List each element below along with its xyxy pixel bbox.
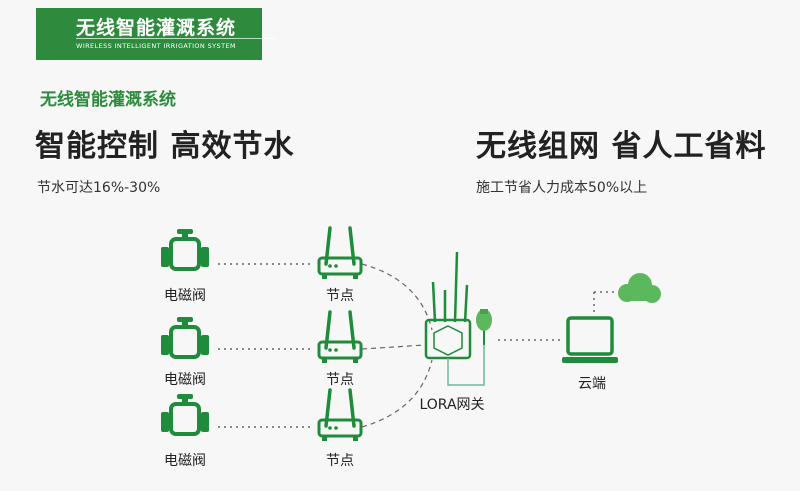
banner-title: 无线智能灌溉系统: [76, 17, 237, 39]
gateway-label: LORA网关: [419, 397, 485, 413]
node-icon-3: [317, 388, 363, 443]
valve-icon-1: [159, 227, 211, 271]
section-subtitle: 无线智能灌溉系统: [40, 90, 176, 110]
cloud-icon: [618, 273, 661, 303]
node-icon-1: [317, 226, 363, 281]
cloud-label: 云端: [578, 376, 606, 392]
valve-label-3: 电磁阀: [164, 453, 206, 469]
laptop-cloud-link: [593, 291, 614, 312]
banner-divider: [76, 38, 276, 39]
node-label-1: 节点: [326, 288, 354, 304]
valve-node-links: [218, 263, 312, 428]
left-heading: 智能控制 高效节水: [35, 129, 295, 164]
title-banner: 无线智能灌溉系统 WIRELESS INTELLIGENT IRRIGATION…: [36, 8, 276, 60]
banner-subtitle-en: WIRELESS INTELLIGENT IRRIGATION SYSTEM: [76, 42, 236, 50]
node-icon-2: [317, 310, 363, 365]
valve-icon-2: [159, 315, 211, 359]
right-heading: 无线组网 省人工省料: [476, 129, 767, 164]
valve-icon-3: [159, 392, 211, 436]
lora-gateway-icon: [424, 251, 485, 386]
node-label-2: 节点: [326, 372, 354, 388]
node-label-3: 节点: [326, 453, 354, 469]
right-detail: 施工节省人力成本50%以上: [476, 180, 648, 196]
left-detail: 节水可达16%-30%: [37, 180, 161, 196]
valve-label-1: 电磁阀: [164, 288, 206, 304]
antenna-icon: [476, 309, 492, 345]
laptop-icon: [562, 316, 618, 363]
valve-label-2: 电磁阀: [164, 372, 206, 388]
